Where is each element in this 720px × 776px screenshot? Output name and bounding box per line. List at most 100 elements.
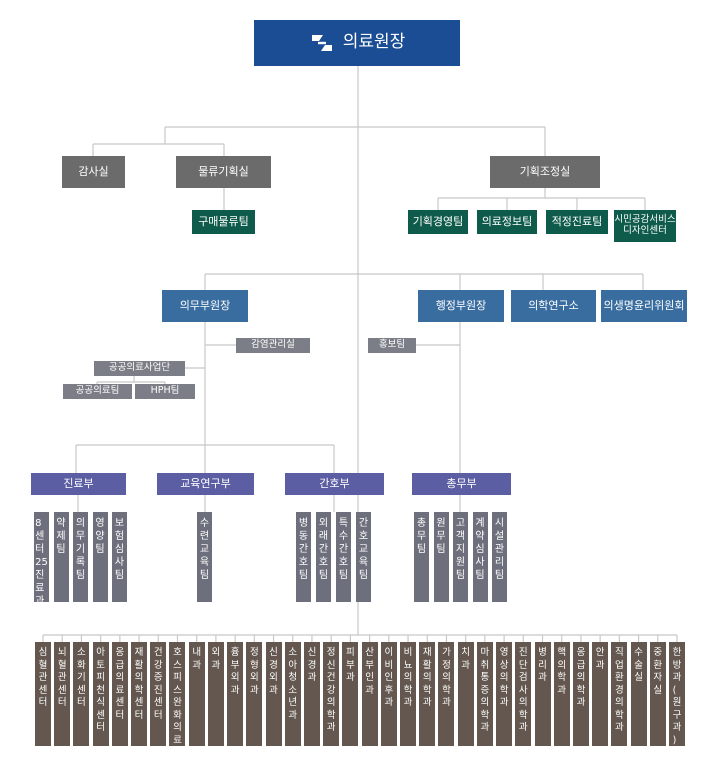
hph-team-box[interactable]: HPH팀 bbox=[135, 384, 195, 399]
research-institute-box[interactable]: 의학연구소 bbox=[511, 290, 596, 322]
infection-control-box[interactable]: 감염관리실 bbox=[236, 338, 310, 353]
medical-vice-director-box[interactable]: 의무부원장 bbox=[162, 290, 248, 322]
pr-team-box[interactable]: 홍보팀 bbox=[368, 338, 416, 353]
audit-office-box[interactable]: 감사실 bbox=[62, 156, 125, 188]
education-division-box[interactable]: 교육연구부 bbox=[157, 473, 254, 495]
planning-team-box[interactable]: 기획경영팀 bbox=[408, 210, 468, 234]
proper-care-team-box[interactable]: 적정진료팀 bbox=[546, 210, 608, 234]
planning-office-box[interactable]: 기획조정실 bbox=[490, 156, 600, 188]
medical-info-team-box[interactable]: 의료정보팀 bbox=[477, 210, 537, 234]
logistics-planning-box[interactable]: 물류기획실 bbox=[176, 156, 271, 188]
purchasing-team-box[interactable]: 구매물류팀 bbox=[192, 210, 255, 234]
public-health-project-box[interactable]: 공공의료사업단 bbox=[94, 361, 185, 376]
citizen-service-center-box[interactable]: 시민공감서비스 디자인센터 bbox=[614, 210, 676, 242]
director-box[interactable]: 의료원장 bbox=[254, 20, 460, 66]
public-health-team-box[interactable]: 공공의료팀 bbox=[63, 384, 132, 399]
general-affairs-division-box[interactable]: 총무부 bbox=[412, 473, 511, 495]
ethics-committee-box[interactable]: 의생명윤리위원회 bbox=[601, 290, 687, 322]
clinical-division-box[interactable]: 진료부 bbox=[31, 473, 126, 495]
nursing-division-box[interactable]: 간호부 bbox=[285, 473, 384, 495]
admin-vice-director-box[interactable]: 행정부원장 bbox=[418, 290, 504, 322]
